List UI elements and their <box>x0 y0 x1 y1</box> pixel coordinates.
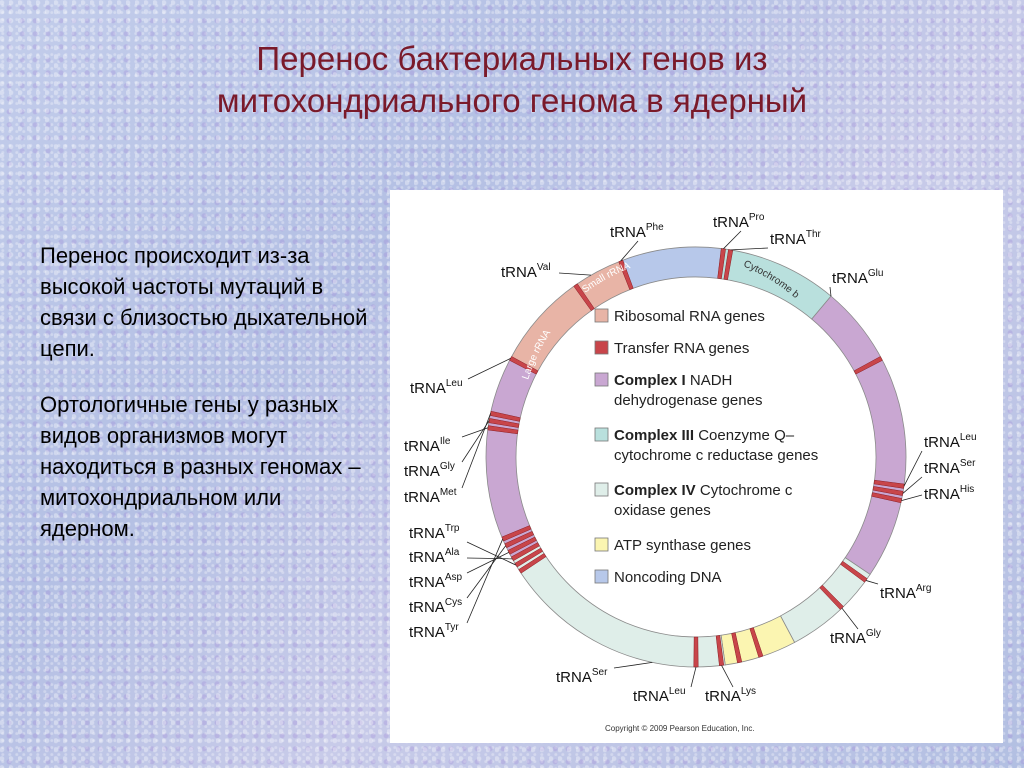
trna-leader-lines <box>461 230 923 688</box>
legend-entry-line2: oxidase genes <box>614 502 711 519</box>
trna-gene-mark <box>853 356 883 375</box>
trna-leader-line <box>461 413 491 489</box>
trna-label: tRNAGlu <box>832 268 883 287</box>
trna-leader-line <box>721 665 734 688</box>
trna-label: tRNAPro <box>713 212 765 231</box>
trna-gene-mark <box>504 531 535 549</box>
nad-segment-right <box>811 295 907 575</box>
trna-leader-line <box>466 551 510 574</box>
paragraph-2: Ортологичные гены у разных видов организ… <box>40 392 361 541</box>
trna-gene-mark <box>715 635 725 666</box>
legend-entry-line2: dehydrogenase genes <box>614 392 762 409</box>
trna-label: tRNATrp <box>409 523 460 542</box>
trna-leader-line <box>620 240 639 262</box>
trna-leader-line <box>690 666 697 688</box>
legend-swatch <box>594 372 609 387</box>
legend-entry-line2: cytochrome c reductase genes <box>614 447 818 464</box>
legend-entry: Complex IV Cytochrome c <box>614 482 793 499</box>
legend-swatch <box>594 308 609 323</box>
trna-label: tRNAThr <box>770 229 822 248</box>
trna-leader-line <box>467 358 511 380</box>
title-line-1: Перенос бактериальных генов из <box>256 40 768 77</box>
legend-entry: Complex I NADH <box>614 372 732 389</box>
trna-label: tRNAGly <box>830 628 881 647</box>
trna-label: tRNAVal <box>501 262 551 281</box>
trna-leader-line <box>466 557 513 560</box>
title-line-2: митохондриального генома в ядерный <box>216 82 808 119</box>
trna-ticks <box>487 248 905 668</box>
trna-gene-mark <box>717 248 726 280</box>
trna-leader-line <box>466 541 517 566</box>
trna-leader-line <box>730 247 769 251</box>
trna-leader-line <box>461 420 490 463</box>
trna-gene-mark <box>518 553 547 574</box>
trna-gene-mark <box>819 584 844 610</box>
legend-swatch <box>594 427 609 442</box>
trna-label: tRNALeu <box>410 378 463 397</box>
trna-label: tRNAHis <box>924 484 974 503</box>
trna-label: tRNACys <box>409 597 462 616</box>
cox-segment-left <box>511 543 726 668</box>
mitochondrial-genome-diagram: Large rRNA Small rRNA Cytochrome b Ribos… <box>390 190 1003 743</box>
trna-gene-mark <box>871 492 903 504</box>
trna-label: tRNAMet <box>404 487 457 506</box>
trna-gene-mark <box>693 636 699 668</box>
genome-ring <box>485 246 907 668</box>
trna-gene-mark <box>573 283 595 311</box>
trna-label: tRNAAla <box>409 547 460 566</box>
large-rrna-segment <box>510 284 594 374</box>
trna-gene-mark <box>509 356 539 375</box>
noncoding-dna-segment <box>620 246 723 290</box>
trna-leader-line <box>723 230 742 250</box>
trna-gene-mark <box>618 259 634 290</box>
copyright-text: Copyright © 2009 Pearson Education, Inc. <box>605 724 755 733</box>
trna-gene-mark <box>723 249 734 281</box>
genome-map-svg: Large rRNA Small rRNA Cytochrome b Ribos… <box>404 212 977 733</box>
trna-gene-mark <box>840 560 868 583</box>
trna-gene-mark <box>510 542 540 562</box>
trna-label: tRNASer <box>556 667 608 686</box>
trna-leader-line <box>901 494 923 502</box>
legend-swatch <box>594 340 609 355</box>
trna-labels: tRNAPhe tRNAPro tRNAThr tRNAVal tRNAGlu tRNAL… <box>404 212 977 705</box>
legend-swatch <box>594 537 609 552</box>
trna-gene-mark <box>507 536 537 555</box>
legend-swatch <box>594 569 609 584</box>
trna-label: tRNAIle <box>404 436 451 455</box>
trna-gene-mark <box>731 632 743 664</box>
trna-label: tRNASer <box>924 458 976 477</box>
trna-label: tRNAAsp <box>409 572 463 591</box>
trna-label: tRNALeu <box>633 686 686 705</box>
trna-label: tRNAArg <box>880 583 931 602</box>
trna-leader-line <box>829 286 832 297</box>
trna-label: tRNAPhe <box>610 222 664 241</box>
trna-gene-mark <box>872 486 904 496</box>
trna-leader-line <box>466 538 504 624</box>
trna-leader-line <box>558 272 592 276</box>
trna-leader-line <box>865 580 879 585</box>
legend-entry: Noncoding DNA <box>614 569 722 586</box>
trna-label: tRNALys <box>705 686 756 705</box>
trna-gene-mark <box>501 525 532 542</box>
trna-leader-line <box>466 545 506 599</box>
legend-entry: ATP synthase genes <box>614 537 751 554</box>
trna-gene-mark <box>514 547 544 568</box>
paragraph-1: Перенос происходит из-за высокой частоты… <box>40 243 368 361</box>
trna-gene-mark <box>749 627 764 658</box>
trna-leader-line <box>841 607 859 630</box>
legend-entry: Ribosomal RNA genes <box>614 308 765 325</box>
trna-gene-mark <box>487 425 519 435</box>
trna-label: tRNAGly <box>404 461 455 480</box>
legend-entry: Transfer RNA genes <box>614 340 749 357</box>
slide-title: Перенос бактериальных генов из митохондр… <box>0 38 1024 122</box>
trna-label: tRNATyr <box>409 622 459 641</box>
trna-leader-line <box>613 662 653 669</box>
legend-entry: Complex III Coenzyme Q– <box>614 427 795 444</box>
body-text: Перенос происходит из-за высокой частоты… <box>40 240 370 569</box>
trna-label: tRNALeu <box>924 432 977 451</box>
legend-swatch <box>594 482 609 497</box>
trna-leader-line <box>903 450 923 487</box>
trna-leader-line <box>902 476 923 494</box>
